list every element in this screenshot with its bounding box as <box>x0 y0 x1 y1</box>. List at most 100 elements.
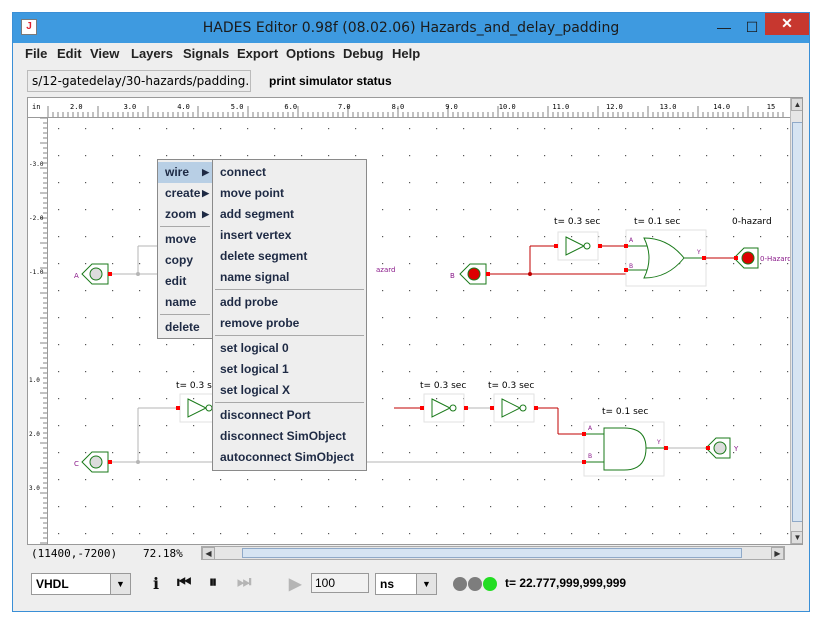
submenu-remove-probe[interactable]: remove probe <box>220 316 300 330</box>
submenu-add-probe[interactable]: add probe <box>220 295 279 309</box>
submenu-name-signal[interactable]: name signal <box>220 270 290 284</box>
step-size-input[interactable]: 100 <box>311 573 369 593</box>
simulation-toolbar: VHDL ▼ i ⏮ ⏸ ⏭ ▶ 100 ns ▼ t= 22.777,999,… <box>13 565 809 605</box>
submenu-set-logical-0[interactable]: set logical 0 <box>220 341 289 355</box>
run-icon[interactable]: ▶ <box>289 576 302 593</box>
menu-debug[interactable]: Debug <box>343 46 384 61</box>
grid-dot <box>463 128 465 130</box>
horizontal-scroll-thumb[interactable] <box>242 548 742 558</box>
menu-export[interactable]: Export <box>237 46 279 61</box>
grid-dot <box>58 290 60 292</box>
scroll-right-icon[interactable]: ▶ <box>771 547 784 560</box>
grid-dot <box>463 182 465 184</box>
output-probe-y[interactable] <box>705 437 731 459</box>
grid-dot <box>139 425 141 427</box>
ctx-item-edit[interactable]: edit <box>165 274 187 288</box>
inverter-gate-c3[interactable] <box>490 393 538 423</box>
chevron-down-icon[interactable]: ▼ <box>110 574 130 594</box>
menu-layers[interactable]: Layers <box>131 46 173 61</box>
grid-dot <box>112 209 114 211</box>
title-bar[interactable]: J HADES Editor 0.98f (08.02.06) Hazards_… <box>13 13 809 43</box>
grid-dot <box>787 452 789 454</box>
submenu-disconnect-simobject[interactable]: disconnect SimObject <box>220 429 347 443</box>
circuit-schematic[interactable]: A t= azard B t= 0.3 sec <box>48 118 790 545</box>
fast-forward-icon[interactable]: ⏭ <box>237 574 252 591</box>
submenu-set-logical-1[interactable]: set logical 1 <box>220 362 289 376</box>
submenu-connect[interactable]: connect <box>220 165 267 179</box>
language-select[interactable]: VHDL ▼ <box>31 573 131 595</box>
pause-icon[interactable]: ⏸ <box>209 574 218 591</box>
ctx-item-copy[interactable]: copy <box>165 253 194 267</box>
or-gate[interactable] <box>624 229 707 287</box>
vertical-scroll-thumb[interactable] <box>792 122 802 522</box>
input-switch-b[interactable] <box>459 263 490 285</box>
grid-dot <box>598 182 600 184</box>
grid-dot <box>355 506 357 508</box>
horizontal-scrollbar[interactable]: ◀ ▶ <box>201 546 785 560</box>
grid-dot <box>490 506 492 508</box>
inverter-gate-c1[interactable] <box>176 393 224 423</box>
rewind-icon[interactable]: ⏮ <box>177 574 192 591</box>
grid-dot <box>247 479 249 481</box>
input-switch-c[interactable] <box>81 451 112 473</box>
grid-dot <box>58 128 60 130</box>
java-icon[interactable]: J <box>21 19 37 35</box>
submenu-autoconnect-simobject[interactable]: autoconnect SimObject <box>220 450 355 464</box>
menu-view[interactable]: View <box>90 46 120 61</box>
menu-edit[interactable]: Edit <box>57 46 82 61</box>
inverter-gate-c2[interactable] <box>420 393 468 423</box>
grid-dot <box>112 506 114 508</box>
ruler-label: 3.0 <box>29 485 40 492</box>
ctx-item-move[interactable]: move <box>165 232 197 246</box>
grid-dot <box>733 317 735 319</box>
grid-dot <box>58 317 60 319</box>
grid-dot <box>679 533 681 535</box>
minimize-icon[interactable]: — <box>717 19 731 35</box>
menu-options[interactable]: Options <box>286 46 336 61</box>
info-icon[interactable]: i <box>153 574 160 593</box>
submenu-set-logical-x[interactable]: set logical X <box>220 383 291 397</box>
menu-signals[interactable]: Signals <box>183 46 230 61</box>
chevron-down-icon[interactable]: ▼ <box>416 574 436 594</box>
maximize-icon[interactable]: ☐ <box>745 19 759 35</box>
submenu-disconnect-port[interactable]: disconnect Port <box>220 408 311 422</box>
grid-dot <box>166 398 168 400</box>
submenu-delete-segment[interactable]: delete segment <box>220 249 308 263</box>
scroll-down-icon[interactable]: ▼ <box>791 531 802 544</box>
ctx-item-create[interactable]: create▶ <box>158 183 212 204</box>
vertical-scrollbar[interactable]: ▲ ▼ <box>790 98 802 544</box>
ctx-item-zoom[interactable]: zoom▶ <box>158 204 212 225</box>
grid-dot <box>787 371 789 373</box>
design-path-field[interactable]: s/12-gatedelay/30-hazards/padding.hds <box>27 70 251 92</box>
grid-dot <box>706 344 708 346</box>
grid-dot <box>598 317 600 319</box>
ctx-item-name[interactable]: name <box>165 295 197 309</box>
grid-dot <box>355 533 357 535</box>
ctx-item-wire[interactable]: wire▶ <box>158 162 212 183</box>
close-icon[interactable]: ✕ <box>765 13 809 35</box>
scroll-left-icon[interactable]: ◀ <box>202 547 215 560</box>
scroll-up-icon[interactable]: ▲ <box>791 98 802 111</box>
status-line: (11400,-7200) 72.18% ◀ ▶ <box>13 545 809 563</box>
grid-dot <box>625 425 627 427</box>
menu-help[interactable]: Help <box>392 46 421 61</box>
grid-dot <box>544 317 546 319</box>
and-gate[interactable] <box>582 421 668 477</box>
grid-dot <box>58 452 60 454</box>
inverter-gate-b[interactable] <box>554 231 602 261</box>
grid-dot <box>544 425 546 427</box>
input-switch-a[interactable] <box>81 263 112 285</box>
submenu-move-point[interactable]: move point <box>220 186 285 200</box>
grid-dot <box>409 209 411 211</box>
delay-label-inv-c3: t= 0.3 sec <box>488 381 534 391</box>
ctx-item-delete[interactable]: delete <box>165 320 200 334</box>
grid-dot <box>706 425 708 427</box>
output-y-label: Y <box>733 445 739 453</box>
submenu-insert-vertex[interactable]: insert vertex <box>220 228 292 242</box>
time-unit-select[interactable]: ns ▼ <box>375 573 437 595</box>
submenu-add-segment[interactable]: add segment <box>220 207 295 221</box>
menu-file[interactable]: File <box>25 46 48 61</box>
grid-dot <box>490 479 492 481</box>
output-probe-hazard[interactable] <box>733 247 759 269</box>
